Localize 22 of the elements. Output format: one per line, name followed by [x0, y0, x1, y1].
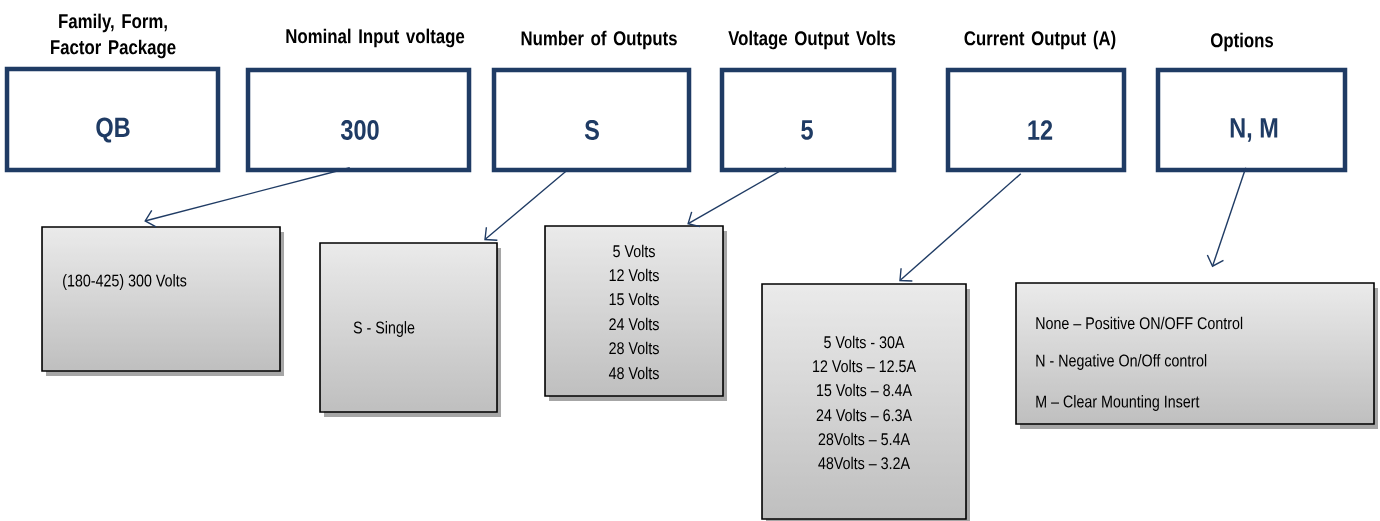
description-box: (180-425) 300 Volts — [41, 226, 284, 376]
arrow — [484, 169, 569, 241]
code-box: 5 — [719, 67, 897, 173]
code-box: S — [491, 67, 692, 173]
heading: Current Output (A) — [964, 30, 1116, 50]
heading: Options — [1210, 32, 1274, 52]
heading: Voltage Output Volts — [728, 30, 896, 50]
code-box: QB — [4, 66, 221, 173]
code-box: 12 — [945, 67, 1127, 173]
arrow — [1206, 167, 1247, 268]
description-box: 5 Volts 12 Volts 15 Volts 24 Volts 28 Volts 48 Volts — [544, 225, 727, 401]
description-box: S - Single — [319, 242, 501, 417]
code-box: 300 — [245, 67, 472, 173]
description-box: 5 Volts - 30A 12 Volts – 12.5A 15 Volts – 8.4A 24 Volts – 6.3A 28Volts – 5.4A 48Volts – 3.2A — [761, 283, 970, 521]
heading: Nominal Input voltage — [286, 28, 465, 48]
description-box: None – Positive ON/OFF Control N - Negative On/Off control M – Clear Mounting Insert — [1015, 282, 1378, 429]
code-box: N, M — [1155, 67, 1348, 173]
heading: Family, Form, Factor Package — [51, 13, 176, 59]
heading: Number of Outputs — [521, 30, 677, 50]
arrow — [899, 173, 1022, 282]
arrow — [687, 167, 787, 228]
arrow — [144, 167, 351, 228]
